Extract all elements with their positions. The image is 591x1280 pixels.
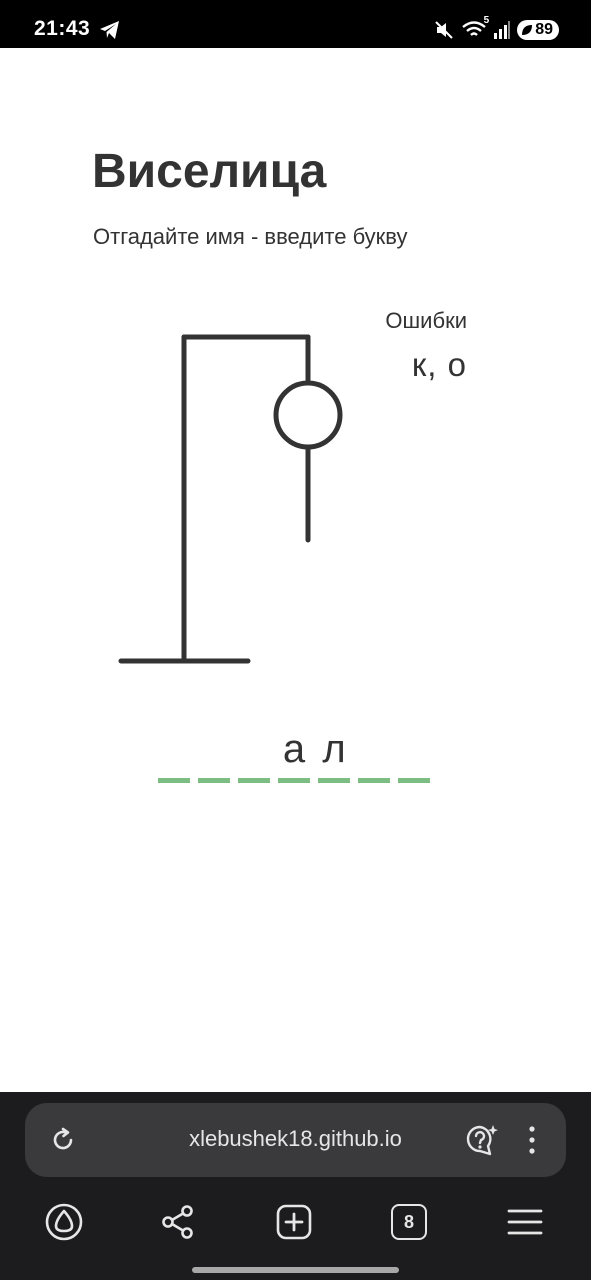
plus-square-icon[interactable] (272, 1200, 316, 1244)
tabs-count: 8 (403, 1211, 414, 1232)
letter-dash (238, 778, 270, 783)
letter-slot (198, 733, 230, 783)
url-text[interactable]: xlebushek18.github.io (189, 1126, 402, 1151)
wifi-icon: 5 (461, 15, 489, 41)
letter-dash (158, 778, 190, 783)
web-page: Виселица Отгадайте имя - введите букву О… (0, 48, 591, 1092)
letter-slot: а (278, 729, 310, 783)
share-icon[interactable] (156, 1200, 200, 1244)
mute-icon (435, 21, 453, 39)
hangman-head (273, 380, 343, 450)
letter-slot (358, 733, 390, 783)
letter-slot-char: а (282, 727, 306, 771)
letter-slot (158, 733, 190, 783)
alice-home-icon[interactable] (42, 1200, 86, 1244)
address-bar[interactable]: xlebushek18.github.io (25, 1103, 566, 1177)
reload-icon[interactable] (49, 1126, 77, 1154)
assistant-question-icon[interactable] (464, 1123, 500, 1157)
wifi-badge: 5 (483, 15, 490, 26)
leaf-icon (522, 25, 533, 35)
gesture-bar[interactable] (192, 1267, 399, 1273)
tabs-button[interactable]: 8 (387, 1200, 431, 1244)
letter-dash (278, 778, 310, 783)
browser-toolbar: 8 (0, 1192, 591, 1252)
battery-level: 89 (535, 21, 553, 38)
errors-label: Ошибки (385, 308, 467, 333)
telegram-icon (100, 21, 119, 39)
letter-slot-char: л (322, 727, 346, 771)
letter-dash (398, 778, 430, 783)
wrong-letters: к, о (411, 346, 467, 383)
letter-dash (358, 778, 390, 783)
vertical-dots-icon[interactable] (525, 1123, 539, 1157)
letter-slot: л (318, 729, 350, 783)
letter-dash (198, 778, 230, 783)
signal-icon (494, 21, 511, 39)
hangman-drawing (118, 334, 343, 664)
page-subtitle: Отгадайте имя - введите букву (93, 224, 408, 249)
letter-dash (318, 778, 350, 783)
letter-slot (398, 733, 430, 783)
status-icons: 5 89 (433, 15, 559, 45)
battery-indicator: 89 (517, 20, 559, 40)
clock: 21:43 (34, 17, 91, 40)
hamburger-icon[interactable] (503, 1200, 547, 1244)
browser-bottom-panel: xlebushek18.github.io (0, 1092, 591, 1280)
letter-slot (238, 733, 270, 783)
status-bar: 21:43 5 89 (0, 0, 591, 48)
page-title: Виселица (92, 145, 327, 198)
tabs-counter-icon: 8 (391, 1204, 427, 1240)
